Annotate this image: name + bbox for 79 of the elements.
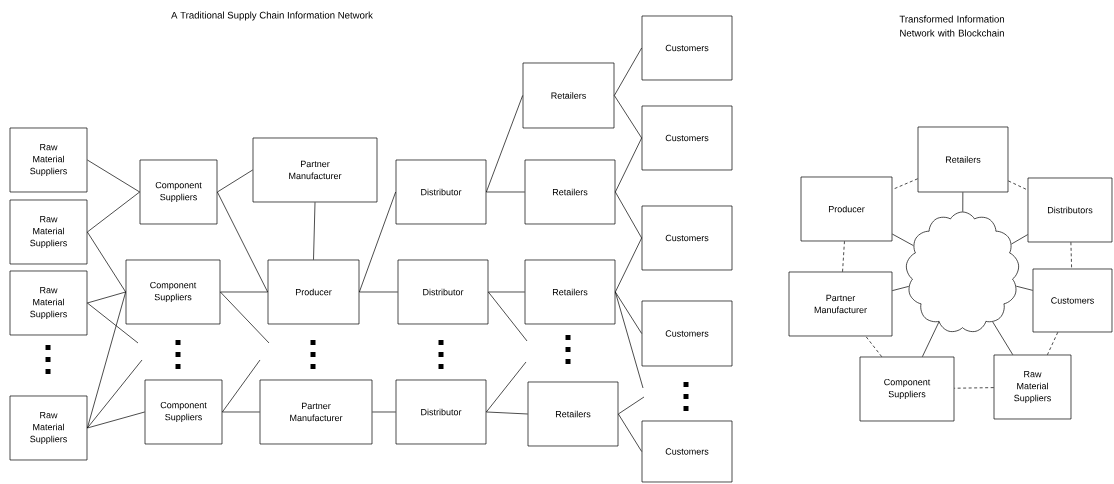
dashed-connector [1047,332,1059,355]
connector-line [87,411,145,429]
process-box: Distributor [397,259,489,325]
connector-line [1011,234,1028,245]
connector-line [615,137,642,193]
connector-line [87,291,126,304]
connector-line [922,321,940,357]
process-box: Customers [641,15,733,81]
connector-line [992,321,1014,355]
process-box: Component Suppliers [139,159,218,225]
connector-line [87,159,140,193]
process-box: Distributor [395,379,487,445]
process-box: Raw Material Suppliers [993,354,1072,420]
connector-line [615,291,642,334]
process-box: Partner Manufacturer [788,271,893,337]
connector-line [892,233,914,246]
connector-line [615,191,642,239]
connector-line [615,291,644,389]
dashed-connector [842,241,845,272]
connector-line [87,231,126,293]
process-box: Component Suppliers [125,259,221,325]
connector-line [87,291,126,429]
connector-line [615,237,642,293]
dashed-connector [1070,242,1072,269]
dashed-connector [892,178,918,190]
connector-line [87,191,140,233]
connector-line [618,396,645,415]
connector-line [488,291,525,293]
process-box: Customers [641,300,733,367]
process-box: Producer [800,176,893,242]
process-box: Partner Manufacturer [259,379,373,445]
panel-heading: Transformed Information Network with Blockchain [899,15,1004,37]
connector-line [488,291,528,342]
dashed-connector [865,336,883,357]
process-box: Retailers [524,159,616,225]
cloud-shape [906,211,1019,332]
connector-line [892,286,910,291]
process-box: Distributor [395,159,487,225]
process-box: Raw Material Suppliers [9,270,88,336]
connector-line [87,359,143,429]
connector-line [372,411,396,413]
connector-line [222,359,261,413]
connector-line [220,291,268,293]
process-box: Customers [1032,268,1113,333]
process-box: Retailers [527,381,619,447]
process-box: Retailers [522,62,615,129]
process-box: Retailers [917,126,1009,193]
connector-line [486,95,523,193]
connector-line [614,47,642,96]
process-box: Partner Manufacturer [252,137,378,203]
connector-line [359,291,398,293]
connector-line [486,411,528,415]
connector-line [962,192,964,212]
connector-line [220,291,270,344]
process-box: Customers [641,105,733,171]
connector-line [87,302,139,344]
process-box: Component Suppliers [144,379,223,445]
connector-line [1015,285,1033,291]
dashed-connector [954,387,994,389]
process-box: Raw Material Suppliers [9,199,88,265]
process-box: Producer [267,259,360,325]
process-box: Raw Material Suppliers [9,127,88,193]
process-box: Retailers [524,259,616,325]
process-box: Raw Material Suppliers [9,395,88,461]
connector-line [313,202,316,260]
connector-line [217,169,253,193]
connector-line [614,95,642,139]
panel-heading: A Traditional Supply Chain Information Network [171,11,373,21]
dashed-connector [1008,180,1028,191]
process-box: Customers [641,205,733,271]
connector-line [486,191,525,193]
connector-line [222,411,260,413]
process-box: Distributors [1027,177,1113,243]
process-box: Customers [641,420,733,483]
connector-line [217,191,268,293]
connector-line [486,361,527,413]
connector-line [618,413,642,452]
process-box: Component Suppliers [859,356,955,422]
connector-line [359,191,396,293]
